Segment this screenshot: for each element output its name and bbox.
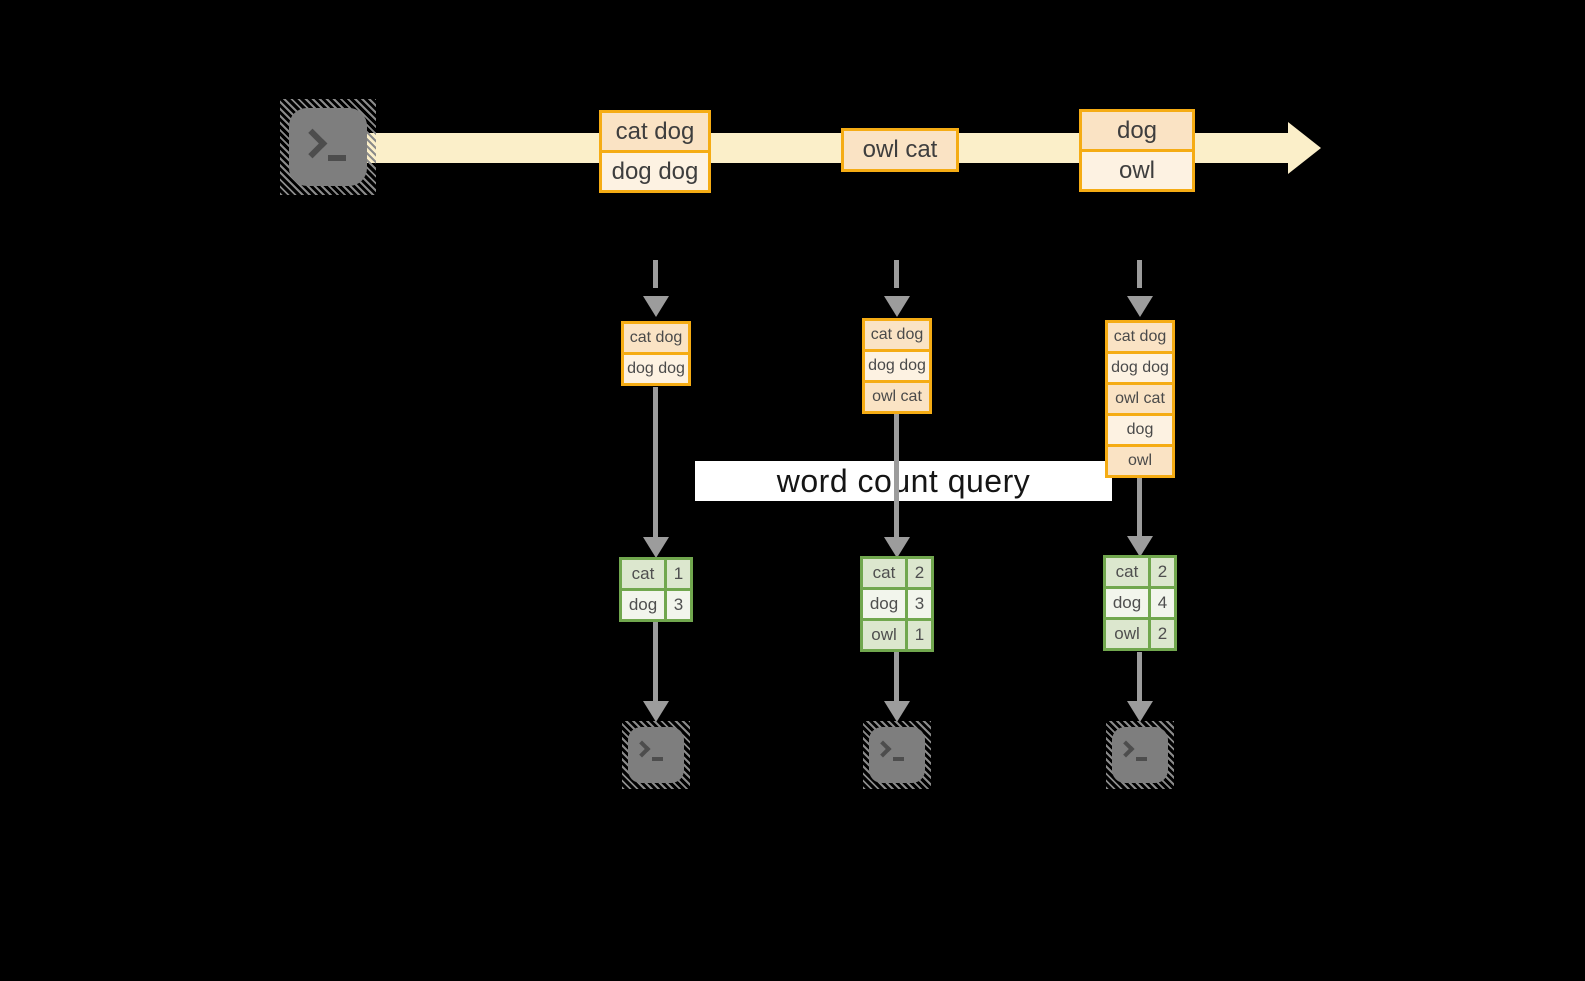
source-terminal-icon xyxy=(280,99,376,195)
terminal-screen xyxy=(628,727,684,783)
buffer-stack-2: cat dog dog dog owl cat xyxy=(862,318,932,414)
prompt-underscore-icon xyxy=(328,155,346,161)
buffer-row: owl xyxy=(1108,444,1172,475)
prompt-underscore-icon xyxy=(893,757,904,761)
value-cell: 1 xyxy=(667,560,690,588)
sink-terminal-icon xyxy=(1106,721,1174,789)
value-cell: 3 xyxy=(908,590,931,618)
stream-event-box-2: owl cat xyxy=(841,128,959,172)
sink-arrow-line xyxy=(894,652,899,701)
count-table-3: cat 2 dog 4 owl 2 xyxy=(1103,555,1177,651)
arrow-head-icon xyxy=(884,537,910,558)
arrow-head-icon xyxy=(643,296,669,317)
dashed-arrow-line xyxy=(1137,260,1142,288)
arrow-head-icon xyxy=(1127,536,1153,557)
buffer-row: owl cat xyxy=(1108,382,1172,413)
event-row: dog dog xyxy=(602,150,708,190)
dashed-arrow-line xyxy=(894,260,899,288)
arrow-head-icon xyxy=(884,701,910,722)
stream-event-box-3: dog owl xyxy=(1079,109,1195,192)
count-table-1: cat 1 dog 3 xyxy=(619,557,693,622)
stream-event-box-1: cat dog dog dog xyxy=(599,110,711,193)
word-cell: cat xyxy=(1106,558,1148,586)
terminal-screen xyxy=(289,108,367,186)
sink-arrow-line xyxy=(1137,652,1142,701)
prompt-underscore-icon xyxy=(652,757,663,761)
buffer-row: dog dog xyxy=(865,349,929,380)
event-row: cat dog xyxy=(602,113,708,150)
stream-arrow-head-icon xyxy=(1288,122,1321,174)
value-cell: 1 xyxy=(908,621,931,649)
word-cell: dog xyxy=(1106,589,1148,617)
terminal-screen xyxy=(1112,727,1168,783)
value-cell: 4 xyxy=(1151,589,1174,617)
arrow-head-icon xyxy=(643,701,669,722)
query-arrow-line xyxy=(653,387,658,537)
buffer-stack-1: cat dog dog dog xyxy=(621,321,691,386)
value-cell: 3 xyxy=(667,591,690,619)
query-label: word count query xyxy=(776,463,1031,499)
buffer-row: owl cat xyxy=(865,380,929,411)
query-label-banner: word count query xyxy=(695,461,1112,501)
word-cell: cat xyxy=(863,559,905,587)
buffer-row: cat dog xyxy=(865,321,929,349)
arrow-head-icon xyxy=(643,537,669,558)
event-row: owl xyxy=(1082,149,1192,189)
sink-arrow-line xyxy=(653,622,658,701)
buffer-row: dog dog xyxy=(1108,351,1172,382)
buffer-row: cat dog xyxy=(1108,323,1172,351)
dashed-arrow-line xyxy=(653,260,658,288)
prompt-underscore-icon xyxy=(1136,757,1147,761)
arrow-head-icon xyxy=(1127,296,1153,317)
event-row: dog xyxy=(1082,112,1192,149)
terminal-screen xyxy=(869,727,925,783)
word-cell: owl xyxy=(1106,620,1148,648)
sink-terminal-icon xyxy=(622,721,690,789)
query-arrow-line xyxy=(894,414,899,537)
buffer-row: cat dog xyxy=(624,324,688,352)
arrow-head-icon xyxy=(884,296,910,317)
value-cell: 2 xyxy=(908,559,931,587)
value-cell: 2 xyxy=(1151,620,1174,648)
arrow-head-icon xyxy=(1127,701,1153,722)
word-cell: dog xyxy=(622,591,664,619)
word-cell: owl xyxy=(863,621,905,649)
value-cell: 2 xyxy=(1151,558,1174,586)
buffer-row: dog dog xyxy=(624,352,688,383)
count-table-2: cat 2 dog 3 owl 1 xyxy=(860,556,934,652)
event-row: owl cat xyxy=(844,131,956,169)
word-cell: cat xyxy=(622,560,664,588)
sink-terminal-icon xyxy=(863,721,931,789)
buffer-stack-3: cat dog dog dog owl cat dog owl xyxy=(1105,320,1175,478)
word-cell: dog xyxy=(863,590,905,618)
query-arrow-line xyxy=(1137,478,1142,536)
buffer-row: dog xyxy=(1108,413,1172,444)
